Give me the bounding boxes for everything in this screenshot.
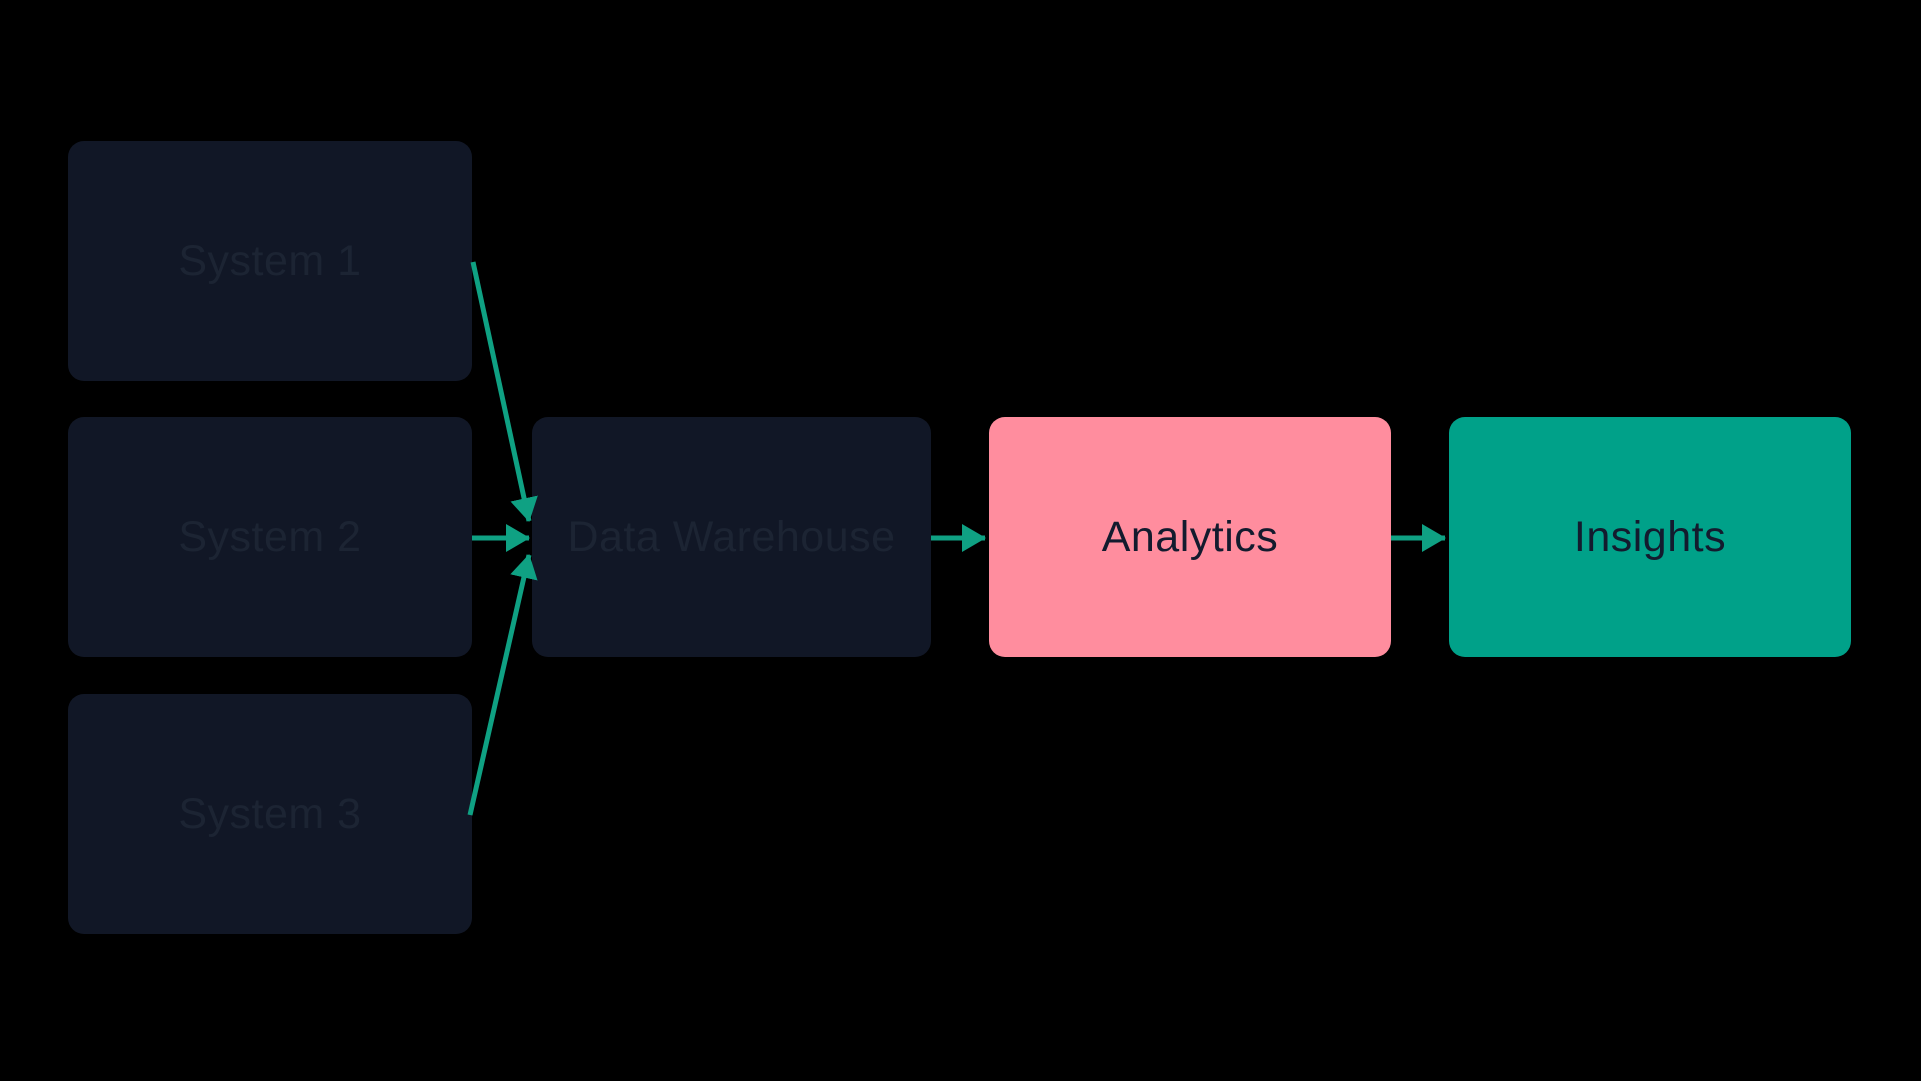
node-system-1: System 1 [68, 141, 472, 381]
node-data-warehouse-label: Data Warehouse [567, 512, 896, 561]
node-system-3-label: System 3 [178, 789, 362, 838]
edge-system-3-to-data-warehouse [467, 554, 538, 816]
node-analytics-label: Analytics [1101, 512, 1279, 561]
node-system-2-label: System 2 [178, 512, 362, 561]
node-data-warehouse: Data Warehouse [532, 417, 931, 657]
edge-system-1-to-data-warehouse [470, 261, 538, 522]
node-insights-label: Insights [1573, 512, 1727, 561]
node-system-2: System 2 [68, 417, 472, 657]
node-insights: Insights [1449, 417, 1851, 657]
node-analytics: Analytics [989, 417, 1391, 657]
node-system-3: System 3 [68, 694, 472, 934]
node-system-1-label: System 1 [178, 236, 362, 285]
